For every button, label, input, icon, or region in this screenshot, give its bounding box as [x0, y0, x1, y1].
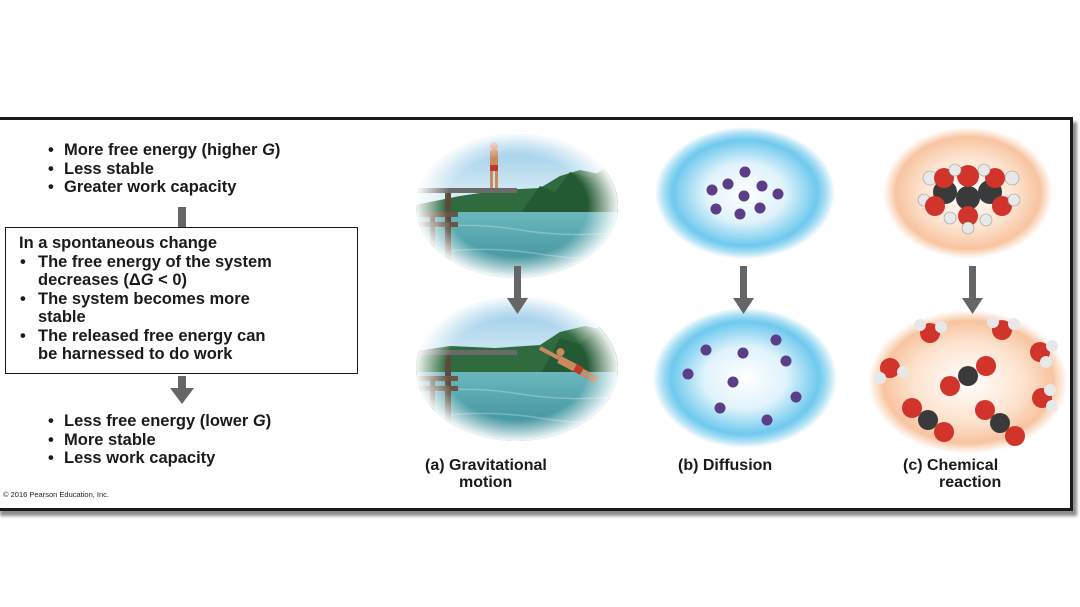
vignette [416, 134, 618, 278]
arrow-down-icon [962, 266, 983, 314]
water-molecule [914, 319, 947, 343]
high-energy-bullets: More free energy (higher G) Less stable … [46, 141, 280, 197]
copyright-credit: © 2016 Pearson Education, Inc. [3, 490, 110, 499]
water-molecule [987, 316, 1020, 340]
water-molecule [874, 358, 909, 384]
water-molecule [1032, 384, 1058, 412]
vignette [416, 297, 618, 441]
arrow-down-icon [178, 207, 186, 227]
bullet-more-stable: More stable [46, 431, 271, 450]
diffusion-glow-after [653, 308, 837, 448]
bullet-less-stable: Less stable [46, 160, 280, 179]
particles-spread [682, 334, 802, 426]
bullet-less-free-energy: Less free energy (lower G) [46, 412, 271, 431]
box-heading: In a spontaneous change [19, 234, 218, 252]
bullet-more-free-energy: More free energy (higher G) [46, 141, 280, 160]
co2-molecule [975, 400, 1025, 446]
water-molecule [1030, 340, 1058, 368]
glucose-molecule [917, 163, 1021, 235]
bullet-less-work: Less work capacity [46, 449, 271, 468]
co2-molecule [940, 356, 996, 396]
caption-gravitational-motion: (a) Gravitational motion [425, 457, 547, 491]
spontaneous-change-box: In a spontaneous change The free energy … [5, 227, 358, 374]
caption-chemical-reaction: (c) Chemical reaction [903, 457, 1002, 491]
arrow-down-icon [733, 266, 754, 314]
caption-diffusion: (b) Diffusion [678, 457, 773, 474]
arrow-down-icon [170, 376, 194, 404]
particles-clustered [706, 166, 784, 220]
co2-molecule [902, 398, 954, 442]
bullet-greater-work: Greater work capacity [46, 178, 280, 197]
low-energy-bullets: Less free energy (lower G) More stable L… [46, 412, 271, 468]
arrow-down-icon [507, 266, 528, 314]
